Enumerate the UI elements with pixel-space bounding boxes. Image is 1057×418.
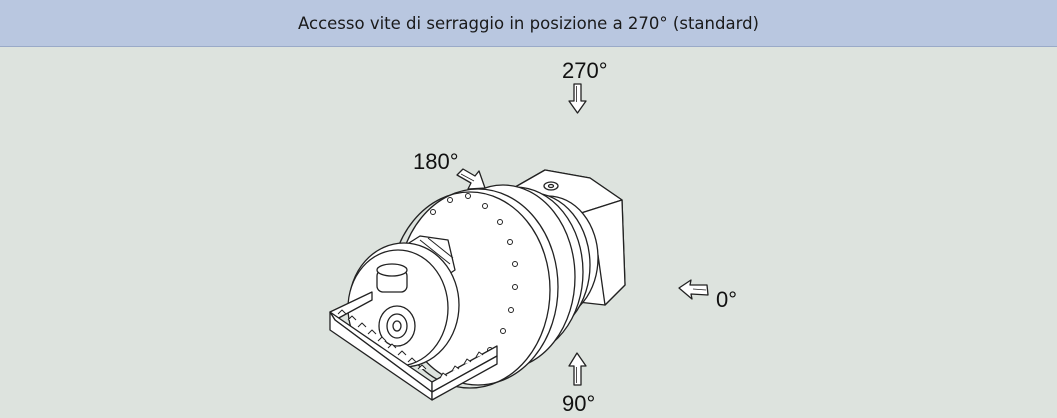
label-270: 270° [562, 58, 608, 83]
arrow-90-icon [568, 352, 587, 386]
toothed-rack [329, 291, 498, 401]
gearbox-figure: 270° 180° 0° 90° [0, 46, 1057, 418]
label-0: 0° [716, 287, 738, 312]
label-180: 180° [413, 149, 459, 174]
label-90: 90° [562, 391, 596, 416]
arrow-0-icon [678, 279, 709, 300]
arrow-180-icon [456, 168, 486, 190]
panel-title: Accesso vite di serraggio in posizione a… [298, 13, 759, 33]
planetary-gearbox-with-rack-icon [329, 83, 709, 401]
panel-header: Accesso vite di serraggio in posizione a… [0, 0, 1057, 47]
arrow-270-icon [568, 83, 587, 114]
